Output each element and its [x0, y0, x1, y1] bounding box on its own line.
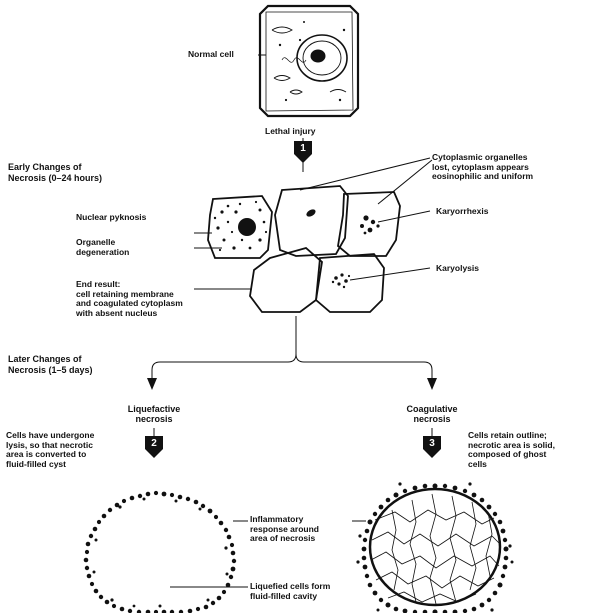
- badge-1: 1: [294, 141, 312, 163]
- coagulative-description: Cells retain outline; necrotic area is s…: [468, 431, 555, 469]
- karyorrhexis-fragments: [360, 215, 380, 234]
- arrowhead-right: [427, 378, 437, 390]
- cytoplasmic-line3: eosinophilic and uniform: [432, 172, 533, 182]
- early-header-line1: Early Changes of: [8, 162, 102, 173]
- badge-3: 3: [423, 436, 441, 458]
- inflammatory-line3: area of necrosis: [250, 534, 319, 544]
- badge-3-number: 3: [423, 438, 441, 449]
- coagulative-title: Coagulative necrosis: [382, 404, 482, 424]
- pyknotic-nucleus: [238, 218, 256, 236]
- normal-cell-label: Normal cell: [188, 50, 234, 60]
- normal-cell: [260, 6, 358, 116]
- early-pointer-lines: [194, 158, 432, 289]
- liquefied-line2: fluid-filled cavity: [250, 592, 330, 602]
- coagulative-desc-line4: cells: [468, 460, 555, 470]
- early-cell-cluster: [208, 186, 400, 312]
- nuclear-pyknosis-label: Nuclear pyknosis: [76, 213, 146, 223]
- coagulative-title-line2: necrosis: [382, 414, 482, 424]
- organelle-degeneration-label: Organelle degeneration: [76, 238, 129, 257]
- liquefactive-description: Cells have undergone lysis, so that necr…: [6, 431, 94, 469]
- liquefied-cells-label: Liquefied cells form fluid-filled cavity: [250, 582, 330, 601]
- lethal-injury-label: Lethal injury: [265, 127, 316, 137]
- karyorrhexis-label: Karyorrhexis: [436, 207, 488, 217]
- early-header-line2: Necrosis (0–24 hours): [8, 173, 102, 184]
- liquefactive-title: Liquefactive necrosis: [104, 404, 204, 424]
- badge-1-number: 1: [294, 143, 312, 154]
- cytoplasmic-organelles-label: Cytoplasmic organelles lost, cytoplasm a…: [432, 153, 533, 182]
- end-result-label: End result: cell retaining membrane and …: [76, 280, 183, 318]
- badge-2: 2: [145, 436, 163, 458]
- organelle-line2: degeneration: [76, 248, 129, 258]
- end-result-line4: with absent nucleus: [76, 309, 183, 319]
- later-changes-header: Later Changes of Necrosis (1–5 days): [8, 354, 93, 376]
- karyolysis-label: Karyolysis: [436, 264, 479, 274]
- badge-2-number: 2: [145, 438, 163, 449]
- later-branch: [152, 316, 432, 380]
- inflammatory-response-label: Inflammatory response around area of nec…: [250, 515, 319, 544]
- liquefactive-title-line1: Liquefactive: [104, 404, 204, 414]
- coagulative-mass: [370, 489, 500, 605]
- karyolysis-nucleus: [332, 273, 350, 288]
- early-changes-header: Early Changes of Necrosis (0–24 hours): [8, 162, 102, 184]
- liquefactive-title-line2: necrosis: [104, 414, 204, 424]
- liquefactive-cyst: [84, 491, 237, 613]
- later-header-line1: Later Changes of: [8, 354, 93, 365]
- liquefactive-desc-line4: fluid-filled cyst: [6, 460, 94, 470]
- later-header-line2: Necrosis (1–5 days): [8, 365, 93, 376]
- arrowhead-left: [147, 378, 157, 390]
- coagulated-nucleus-shadow: [305, 208, 317, 218]
- coagulative-title-line1: Coagulative: [382, 404, 482, 414]
